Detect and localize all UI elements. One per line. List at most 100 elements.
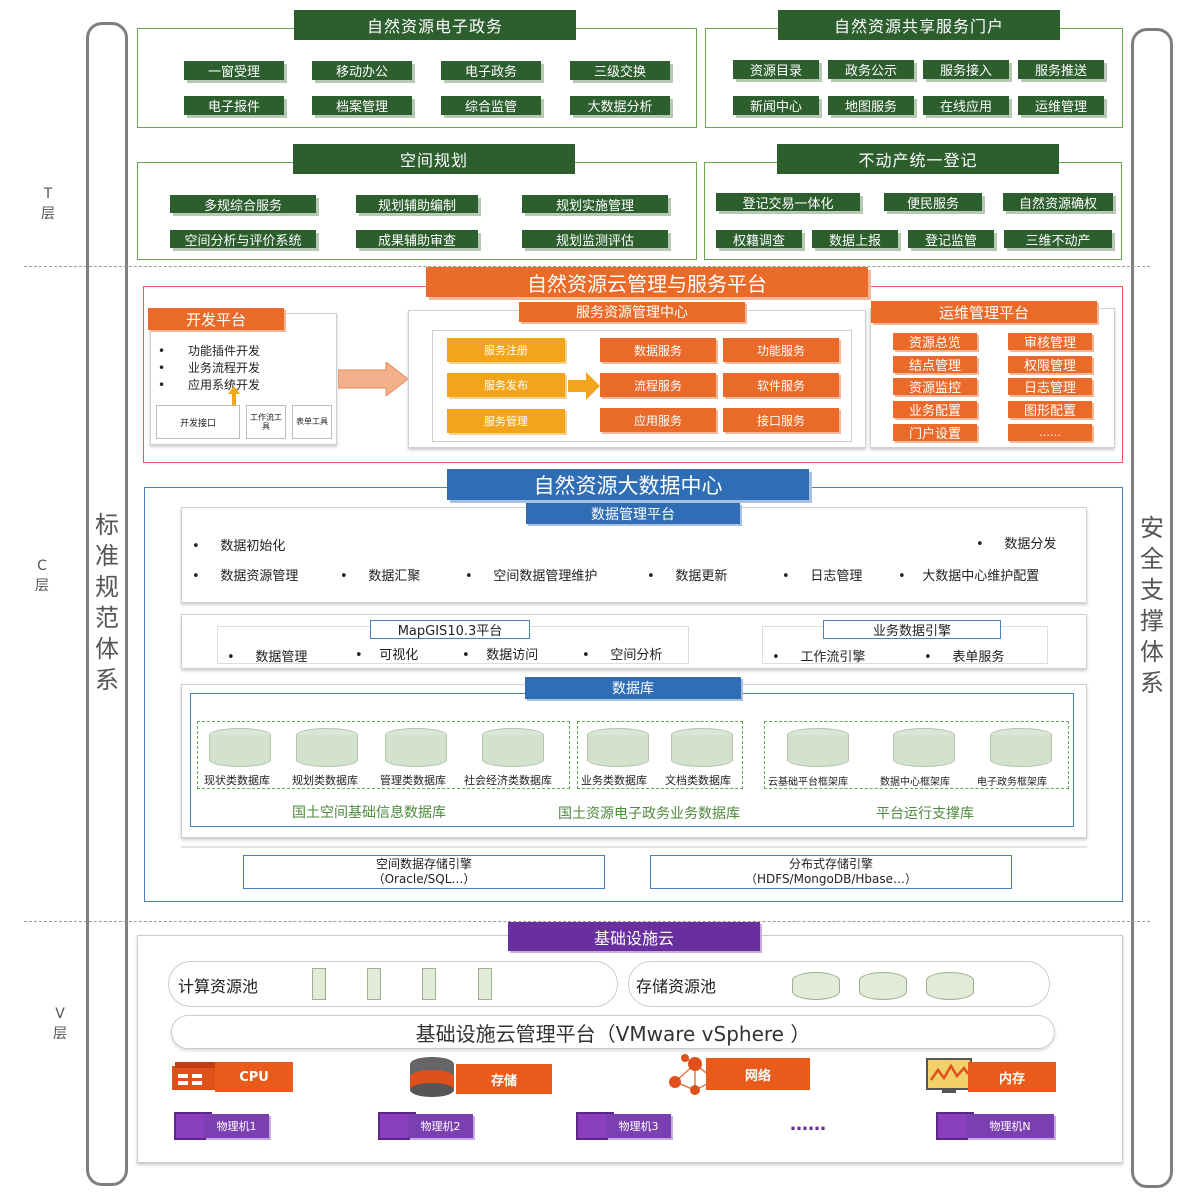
realestate-item: 登记交易一体化 [716, 193, 860, 212]
ops-item: 审核管理 [1008, 333, 1092, 351]
bigdata-title: 自然资源大数据中心 [447, 469, 809, 500]
portal-item: 资源目录 [733, 60, 819, 79]
portal-item: 政务公示 [828, 60, 914, 79]
egov-title: 自然资源电子政务 [294, 10, 576, 40]
db-group-name: 国土空间基础信息数据库 [292, 805, 446, 821]
mapgis-item: • 数据访问 [462, 648, 539, 663]
service-center-title: 服务资源管理中心 [519, 302, 745, 322]
storage-label: 存储 [456, 1064, 552, 1094]
database-icon [385, 728, 447, 774]
mgmt-item: • 数据资源管理 [192, 569, 299, 584]
planning-item: 成果辅助审查 [356, 230, 478, 249]
physical-machine: 物理机3 [576, 1112, 671, 1140]
network-label: 网络 [706, 1058, 810, 1090]
database-icon [787, 728, 849, 774]
cpu-icon [172, 1062, 220, 1092]
memory-label: 内存 [968, 1062, 1056, 1092]
server-icon [478, 968, 492, 1000]
egov-item: 电子政务 [441, 61, 541, 80]
ops-item: 门户设置 [893, 424, 977, 442]
mgmt-item: • 日志管理 [782, 569, 863, 584]
database-icon [209, 728, 271, 774]
service-type: 软件服务 [723, 373, 839, 397]
database-icon [990, 728, 1052, 774]
db-group-platform [764, 721, 1069, 789]
server-icon [422, 968, 436, 1000]
spatial-storage-engine: 空间数据存储引擎（Oracle/SQL…） [243, 855, 605, 889]
egov-item: 档案管理 [312, 96, 412, 115]
storage-pool-label: 存储资源池 [636, 977, 717, 996]
engine-title: 业务数据引擎 [823, 620, 1001, 639]
realestate-title: 不动产统一登记 [777, 144, 1059, 174]
mgmt-item: • 数据分发 [976, 537, 1057, 552]
planning-item: 规划监测评估 [522, 230, 668, 249]
database-icon [893, 728, 955, 774]
db-label: 业务类数据库 [581, 774, 647, 787]
egov-item: 大数据分析 [570, 96, 670, 115]
right-arrow-icon [337, 360, 409, 398]
machine-ellipsis: …… [790, 1114, 826, 1135]
realestate-item: 权籍调查 [716, 230, 802, 249]
layer-divider-tc [24, 266, 1150, 267]
mapgis-item: • 可视化 [355, 648, 419, 663]
egov-item: 一窗受理 [184, 61, 284, 80]
ops-item: 图形配置 [1008, 401, 1092, 419]
db-label: 云基础平台框架库 [768, 777, 848, 788]
database-title: 数据库 [525, 677, 741, 699]
disk-icon [859, 972, 907, 1000]
infra-mgmt-platform: 基础设施云管理平台（VMware vSphere ） [171, 1015, 1055, 1049]
portal-item: 服务推送 [1018, 60, 1104, 79]
disk-icon [792, 972, 840, 1000]
dev-platform-title: 开发平台 [148, 308, 284, 330]
dev-bullet: • 功能插件开发 [158, 344, 260, 358]
ops-item: 权限管理 [1008, 356, 1092, 374]
dev-interface-box: 开发接口 [156, 405, 240, 439]
service-manage: 服务管理 [447, 409, 565, 433]
physical-machine: 物理机1 [174, 1112, 269, 1140]
compute-pool [168, 961, 618, 1007]
db-group-name: 平台运行支撑库 [876, 806, 974, 822]
dev-bullet: • 业务流程开发 [158, 361, 260, 375]
server-icon [312, 968, 326, 1000]
mgmt-item: • 空间数据管理维护 [465, 569, 598, 584]
db-label: 社会经济类数据库 [464, 774, 552, 787]
realestate-item: 自然资源确权 [1003, 193, 1113, 212]
database-icon [587, 728, 649, 774]
dev-bullet: • 应用系统开发 [158, 378, 260, 392]
realestate-item: 数据上报 [812, 230, 898, 249]
realestate-item: 便民服务 [884, 193, 982, 212]
db-group-egov [577, 721, 743, 789]
planning-item: 多规综合服务 [170, 195, 316, 214]
standards-system-label: 标准规范体系 [95, 511, 119, 694]
standards-system-column [86, 22, 128, 1186]
storage-icon [408, 1056, 456, 1100]
planning-item: 规划实施管理 [522, 195, 668, 214]
portal-title: 自然资源共享服务门户 [778, 10, 1060, 40]
egov-item: 三级交换 [570, 61, 670, 80]
db-label: 规划类数据库 [292, 774, 358, 787]
service-type: 流程服务 [600, 373, 716, 397]
disk-icon [926, 972, 974, 1000]
mgmt-item: • 数据初始化 [192, 539, 286, 554]
mgmt-item: • 数据更新 [647, 569, 728, 584]
portal-item: 地图服务 [828, 96, 914, 115]
layer-divider-cv [24, 921, 1150, 922]
portal-item: 新闻中心 [733, 96, 819, 115]
db-group-name: 国土资源电子政务业务数据库 [558, 806, 740, 822]
egov-item: 电子报件 [184, 96, 284, 115]
ops-item: …… [1008, 424, 1092, 441]
realestate-item: 三维不动产 [1004, 230, 1112, 249]
realestate-item: 登记监管 [908, 230, 994, 249]
database-icon [482, 728, 544, 774]
portal-item: 运维管理 [1018, 96, 1104, 115]
service-type: 功能服务 [723, 338, 839, 362]
service-type: 数据服务 [600, 338, 716, 362]
portal-item: 服务接入 [923, 60, 1009, 79]
db-label: 电子政务框架库 [977, 777, 1047, 788]
ops-item: 资源监控 [893, 378, 977, 396]
service-register: 服务注册 [447, 338, 565, 362]
mapgis-title: MapGIS10.3平台 [370, 620, 530, 639]
